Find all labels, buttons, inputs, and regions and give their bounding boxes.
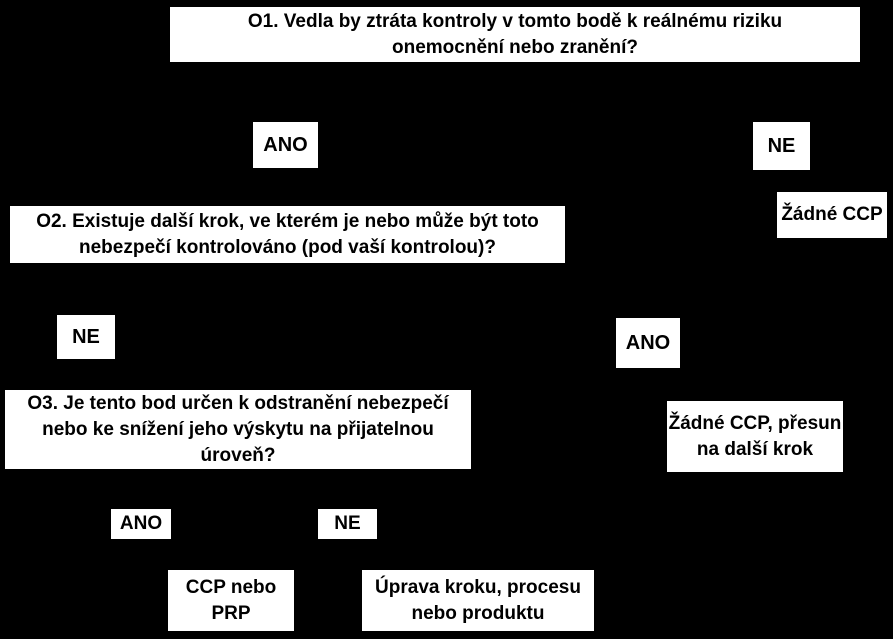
branch-label-q3-ano: ANO xyxy=(111,509,171,539)
outcome-box-ccp-or-prp: CCP nebo PRP xyxy=(168,570,294,631)
branch-label-q1-ano: ANO xyxy=(253,122,318,168)
outcome-box-no-ccp: Žádné CCP xyxy=(777,192,887,238)
question-box-q1: O1. Vedla by ztráta kontroly v tomto bod… xyxy=(170,7,860,62)
question-box-q2: O2. Existuje další krok, ve kterém je ne… xyxy=(10,206,565,263)
outcome-box-no-ccp-next-step: Žádné CCP, přesun na další krok xyxy=(667,401,843,472)
question-box-q3: O3. Je tento bod určen k odstranění nebe… xyxy=(5,390,471,469)
outcome-box-modify-step: Úprava kroku, procesu nebo produktu xyxy=(362,570,594,631)
branch-label-q1-ne: NE xyxy=(753,122,810,170)
branch-label-q2-ano: ANO xyxy=(616,318,680,368)
branch-label-q2-ne: NE xyxy=(57,315,115,359)
branch-label-q3-ne: NE xyxy=(318,509,377,539)
